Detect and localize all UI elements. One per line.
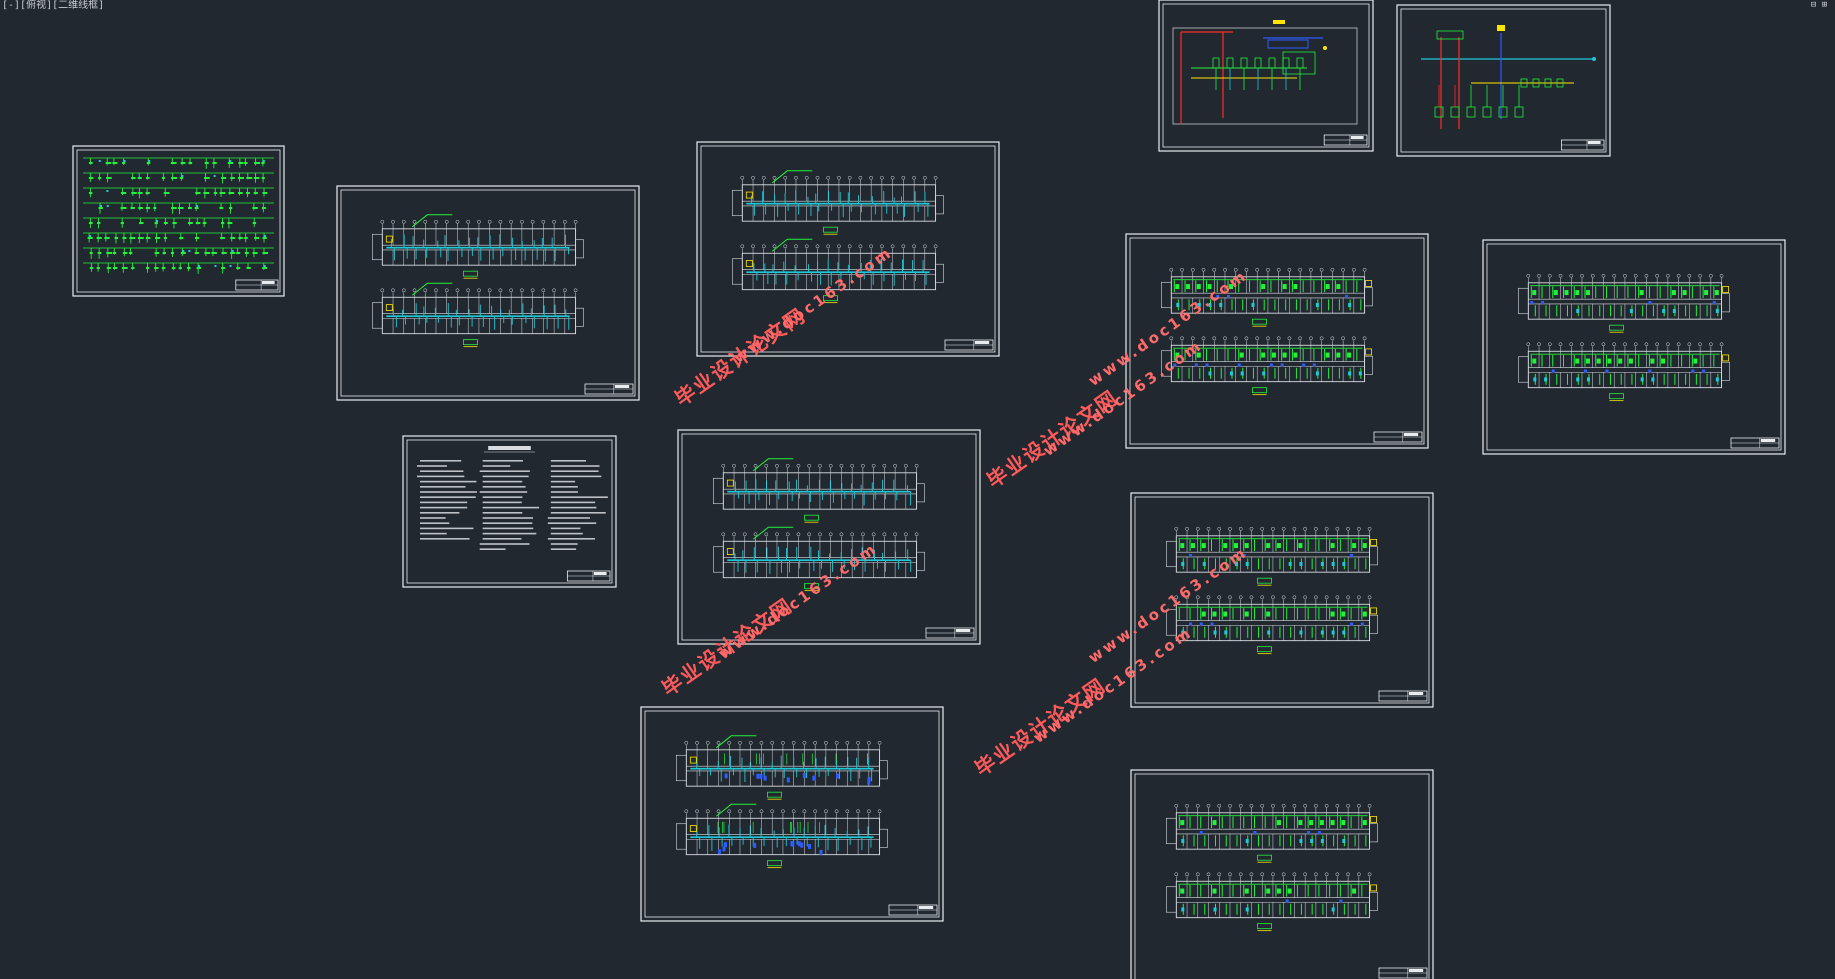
floor-plan-strip: [712, 458, 925, 523]
floor-plan-strip: [371, 282, 584, 348]
floor-plan-strip: [1518, 342, 1730, 402]
sheet-border: [402, 435, 617, 588]
floor-plan-strip: [712, 526, 925, 592]
drawing-sheet-pipe-schematic[interactable]: [72, 145, 285, 297]
drawing-sheet-floor-plan-5[interactable]: [1125, 233, 1429, 449]
floor-plan-strip: [1161, 267, 1373, 327]
drawing-sheet-floor-plan-6[interactable]: [1482, 239, 1786, 455]
viewport-controls-label[interactable]: [-][俯视][二维线框]: [2, 0, 105, 11]
drawing-sheet-floor-plan-1[interactable]: [336, 185, 640, 401]
floor-plan-strip: [731, 170, 944, 235]
sheet-border: [1125, 233, 1429, 449]
sheet-border: [72, 145, 285, 297]
sheet-border: [1130, 492, 1434, 708]
floor-plan-strip: [1518, 273, 1730, 333]
drawing-sheet-floor-plan-8[interactable]: [1130, 769, 1434, 979]
floor-plan-strip: [675, 735, 888, 800]
drawing-sheet-floor-plan-2[interactable]: [696, 141, 1000, 357]
sheet-border: [1158, 0, 1374, 152]
floor-plan-strip: [1166, 595, 1378, 655]
floor-plan-strip: [1161, 336, 1373, 396]
sheet-border: [1396, 4, 1611, 157]
floor-plan-strip: [1166, 526, 1378, 586]
floor-plan-strip: [371, 214, 584, 279]
drawing-sheet-design-notes[interactable]: [402, 435, 617, 588]
sheet-border: [1130, 769, 1434, 979]
floor-plan-strip: [675, 803, 888, 869]
floor-plan-strip: [1166, 872, 1378, 932]
drawing-sheet-system-diagram-2[interactable]: [1396, 4, 1611, 157]
floor-plan-strip: [731, 238, 944, 304]
drawing-sheet-floor-plan-3[interactable]: [677, 429, 981, 645]
drawing-sheet-floor-plan-7[interactable]: [1130, 492, 1434, 708]
drawing-sheet-system-diagram-1[interactable]: [1158, 0, 1374, 152]
sheet-border: [1482, 239, 1786, 455]
sheet-border: [696, 141, 1000, 357]
sheet-border: [640, 706, 944, 922]
sheet-border: [336, 185, 640, 401]
drawing-sheet-floor-plan-4[interactable]: [640, 706, 944, 922]
view-restore-icon[interactable]: ⊟ ⊞: [1810, 0, 1828, 10]
floor-plan-strip: [1166, 803, 1378, 863]
sheet-border: [677, 429, 981, 645]
